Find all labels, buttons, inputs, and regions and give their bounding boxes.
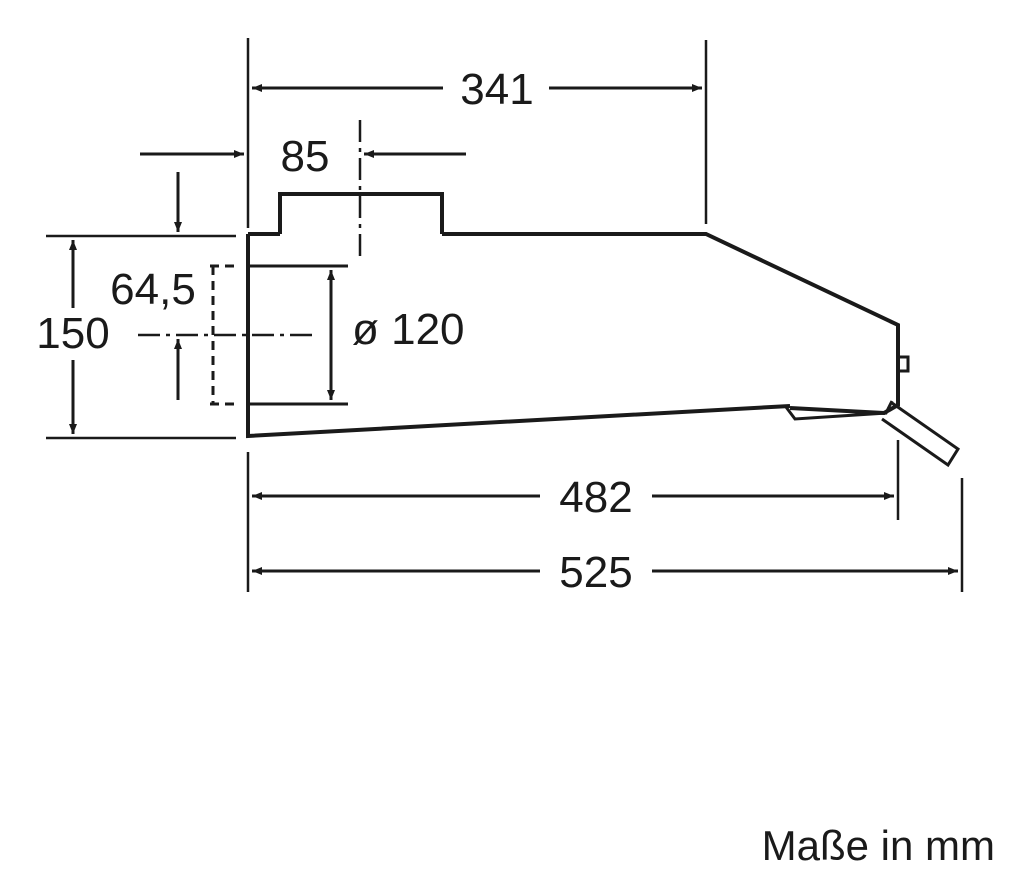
- center-lines: [138, 120, 362, 337]
- power-cable: [881, 401, 961, 468]
- label-150: 150: [36, 309, 109, 358]
- hood-body: [246, 232, 900, 439]
- outlet-pipe-hidden-lines: [210, 264, 240, 406]
- bottom-trim: [784, 400, 894, 421]
- outlet-extension-lines: [250, 264, 348, 406]
- label-525: 525: [559, 548, 632, 597]
- extension-lines: [46, 38, 964, 592]
- label-341: 341: [460, 65, 533, 114]
- label-diameter-120: ø 120: [352, 305, 465, 354]
- label-64-5: 64,5: [110, 265, 196, 314]
- label-85: 85: [281, 132, 330, 181]
- front-knob: [896, 355, 910, 373]
- outlet-collar: [278, 192, 444, 234]
- label-482: 482: [559, 473, 632, 522]
- units-caption: Maße in mm: [762, 822, 995, 869]
